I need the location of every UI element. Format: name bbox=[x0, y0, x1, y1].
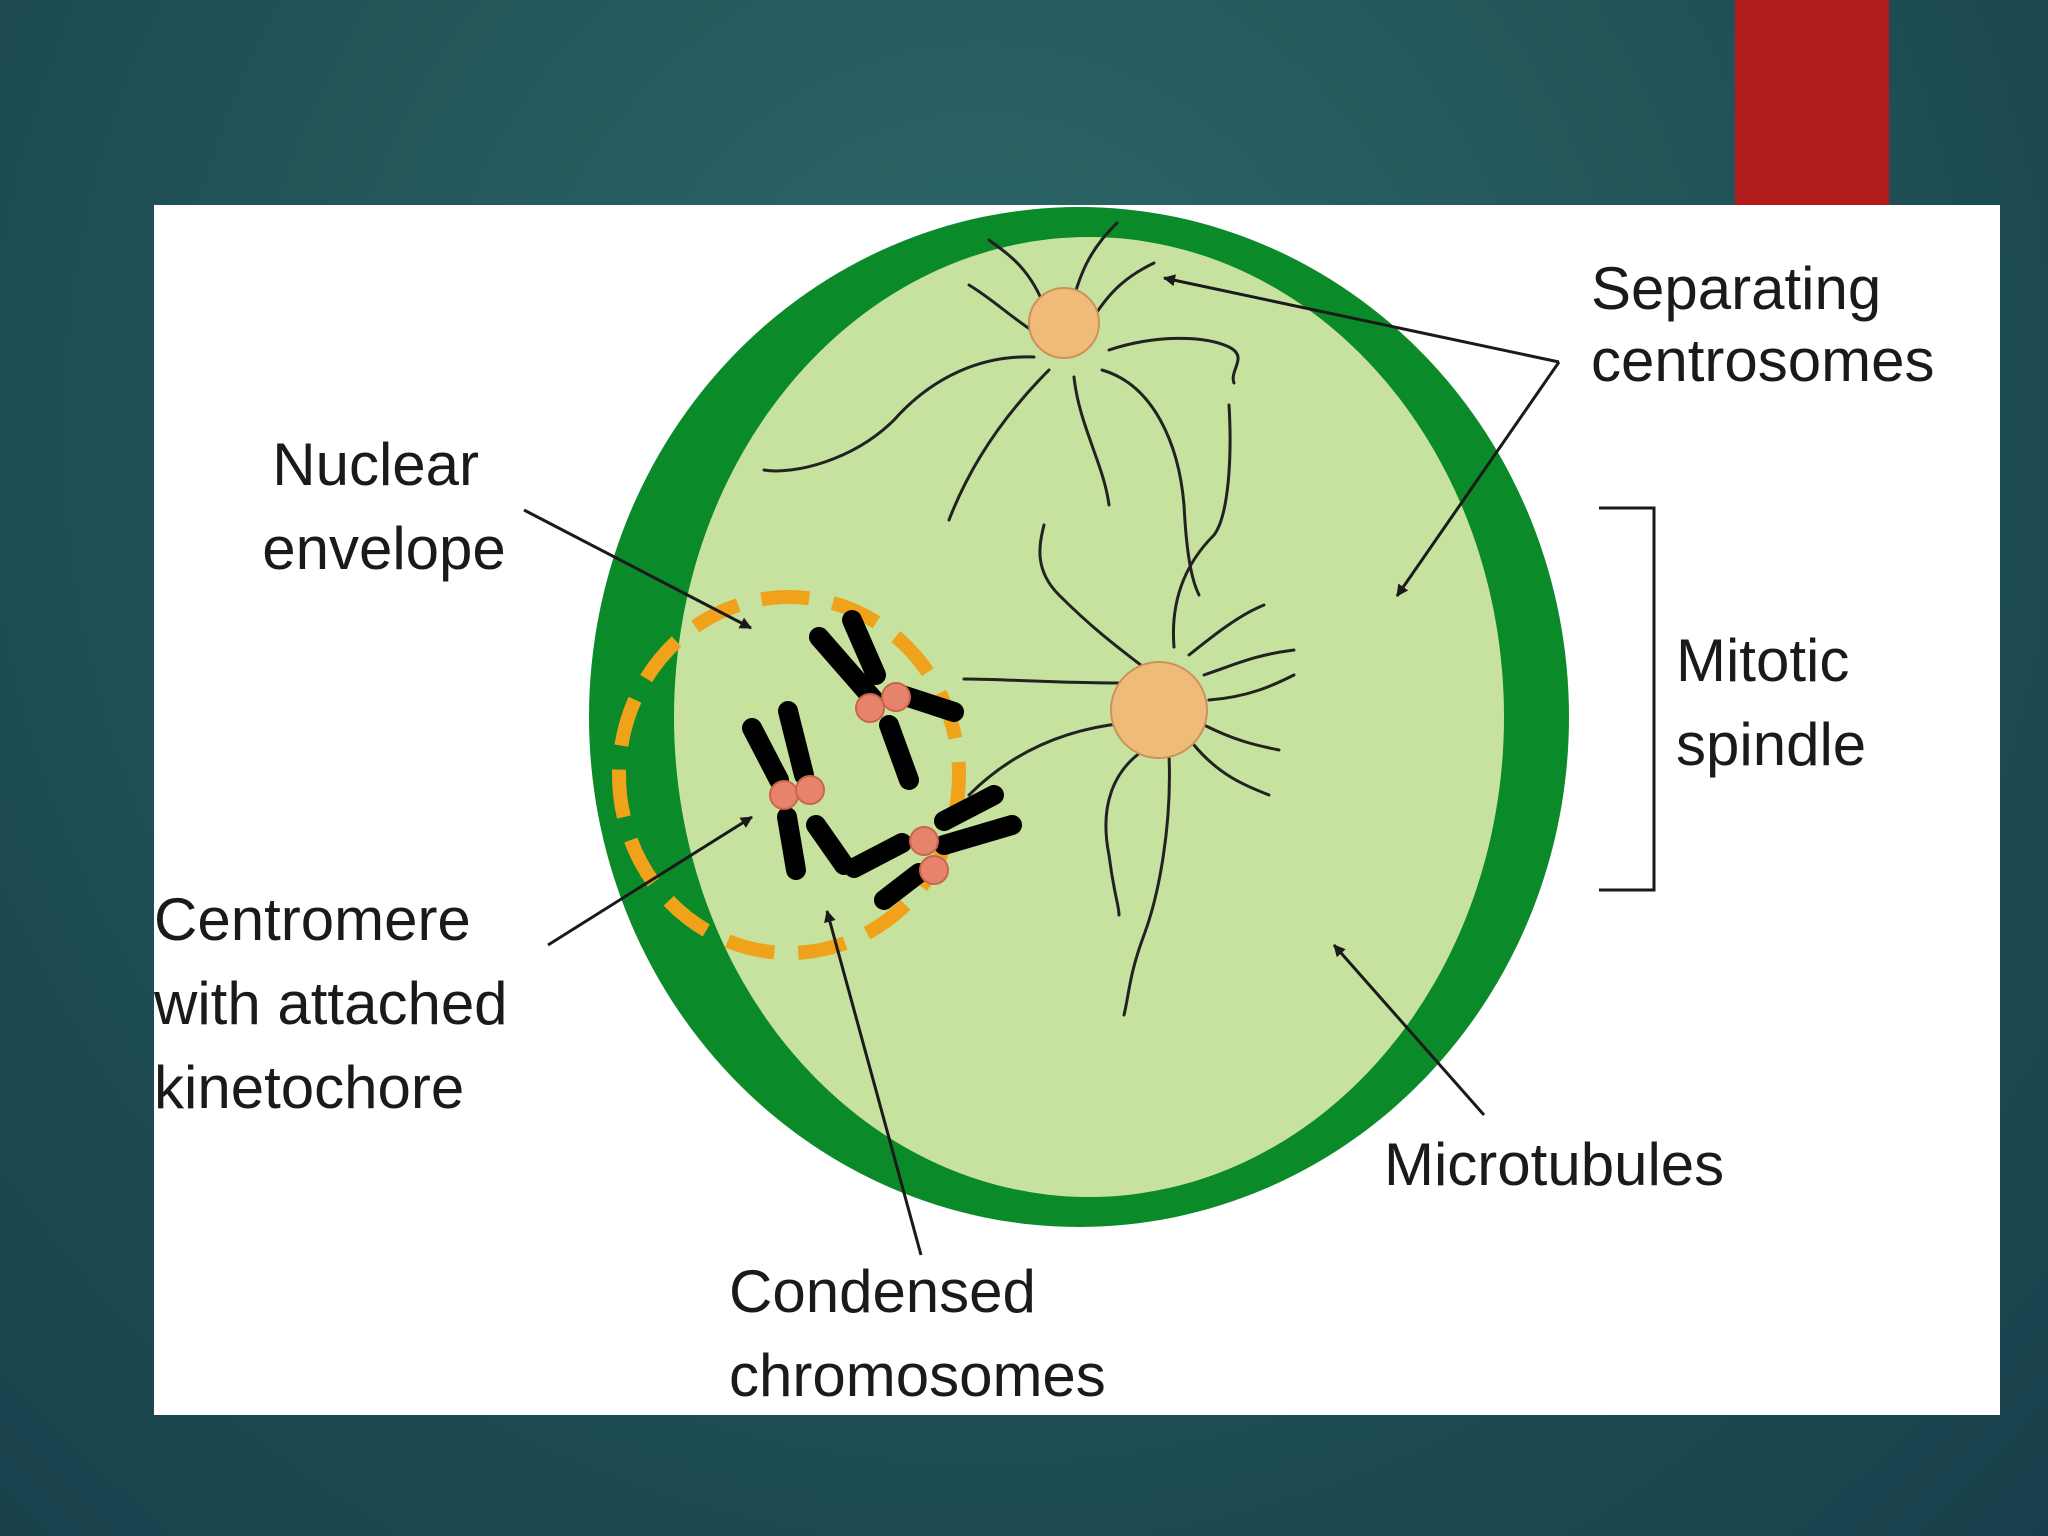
upper-centrosome bbox=[1029, 288, 1099, 358]
diagram-panel: Separating centrosomes Nuclear envelope … bbox=[154, 205, 2000, 1415]
label-nuclear-envelope: Nuclear envelope bbox=[262, 431, 506, 582]
label-microtubules: Microtubules bbox=[1384, 1131, 1724, 1198]
mitotic-spindle-bracket bbox=[1599, 508, 1654, 890]
label-mitotic-spindle: Mitotic spindle bbox=[1676, 627, 1866, 778]
prophase-cell-diagram: Separating centrosomes Nuclear envelope … bbox=[154, 205, 2000, 1415]
accent-tab bbox=[1735, 0, 1889, 206]
lower-centrosome bbox=[1111, 662, 1207, 758]
label-separating-centrosomes: Separating centrosomes bbox=[1591, 255, 1934, 394]
label-centromere-kinetochore: Centromere with attached kinetochore bbox=[154, 886, 524, 1121]
label-condensed-chromosomes: Condensed chromosomes bbox=[729, 1258, 1106, 1409]
